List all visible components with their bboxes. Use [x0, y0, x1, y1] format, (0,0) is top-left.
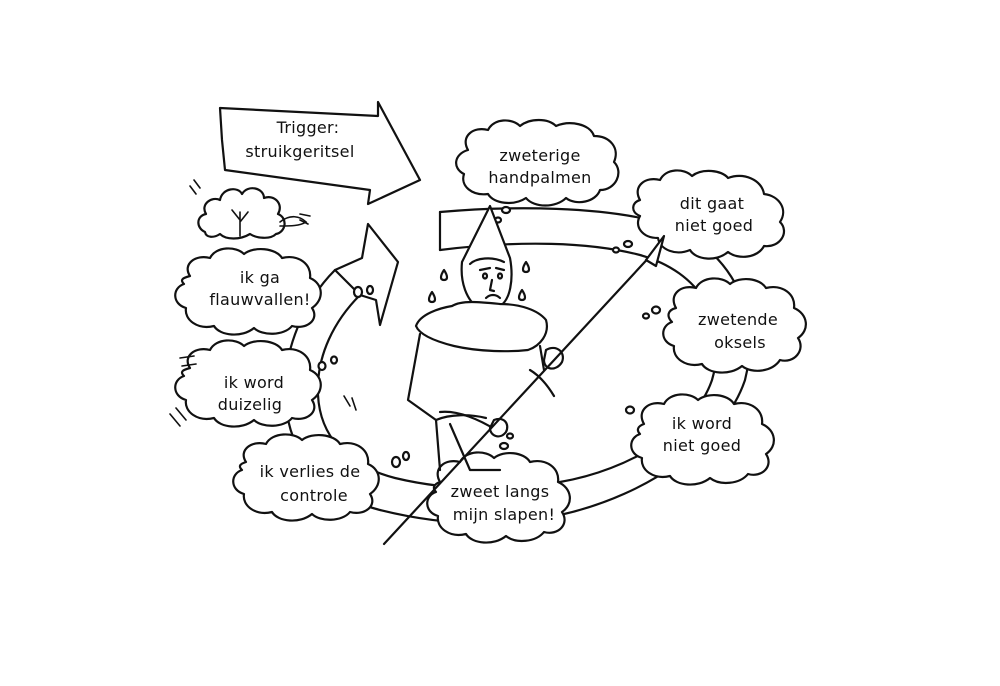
trigger-label-line1: Trigger:: [276, 118, 340, 137]
bubble-zweet-langs-mijn-slapen-shape: [426, 432, 571, 544]
bush-icon: [189, 179, 311, 240]
bubble-zwetende-oksels-shape: [641, 277, 807, 374]
bubble-controle-line1: ik verlies de: [259, 462, 361, 481]
bubble-ik-word-duizelig-shape: [169, 339, 357, 428]
bubble-duizelig-line1: ik word: [223, 373, 285, 392]
bubble-zweterige-line1: zweterige: [499, 146, 581, 165]
trigger-arrow-shape: [218, 100, 422, 206]
bubble-ditgaat-line2: niet goed: [674, 216, 754, 235]
loop-arrowhead: [333, 222, 400, 327]
bubble-ditgaat-line1: dit gaat: [679, 194, 745, 213]
bubble-nietgoed-line2: niet goed: [662, 436, 742, 455]
bubble-duizelig-line2: duizelig: [217, 395, 283, 414]
bubble-oksels-line1: zwetende: [698, 310, 778, 329]
bubble-oksels-line2: oksels: [714, 333, 766, 352]
bubble-zweterige-line2: handpalmen: [488, 168, 592, 187]
bubble-slapen-line1: zweet langs: [450, 482, 550, 501]
bubble-nietgoed-line1: ik word: [671, 414, 733, 433]
bubble-zweterige-handpalmen-shape: [455, 118, 620, 224]
bubble-ik-word-niet-goed-shape: [624, 393, 775, 486]
bubble-flauw-line1: ik ga: [239, 268, 281, 287]
bubble-slapen-line2: mijn slapen!: [452, 505, 556, 524]
bubble-flauw-line2: flauwvallen!: [209, 290, 311, 309]
trigger-label-line2: struikgeritsel: [245, 142, 355, 161]
knight-figure: [382, 204, 666, 546]
bubble-dit-gaat-niet-goed-shape: [611, 169, 786, 260]
sweat-drops-icon: [427, 260, 531, 304]
bubble-ik-ga-flauwvallen-shape: [174, 247, 375, 336]
bubble-ik-verlies-de-controle-shape: [232, 433, 411, 522]
bubble-controle-line2: controle: [280, 486, 348, 505]
